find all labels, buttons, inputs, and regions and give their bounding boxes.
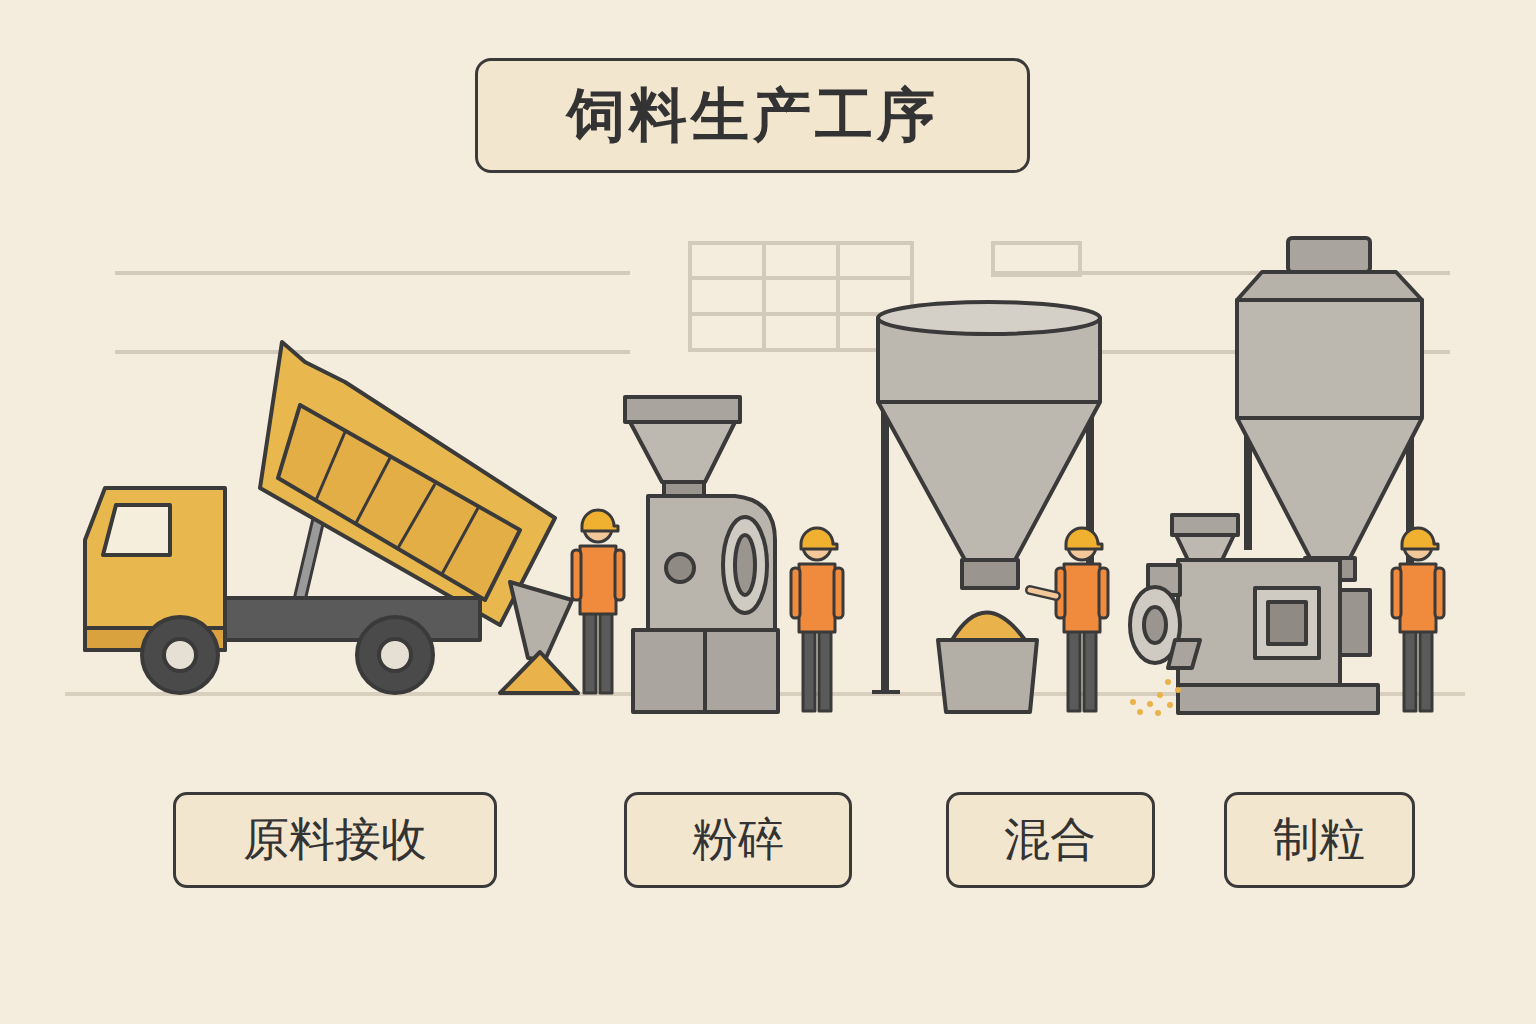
- step-label: 粉碎: [692, 809, 784, 871]
- step-box: 混合: [946, 792, 1155, 888]
- step-label: 原料接收: [243, 809, 427, 871]
- step-box: 原料接收: [173, 792, 497, 888]
- step-box: 粉碎: [624, 792, 852, 888]
- step-label: 混合: [1004, 809, 1096, 871]
- step-label: 制粒: [1273, 809, 1365, 871]
- title-text: 饲料生产工序: [567, 77, 939, 155]
- title-box: 饲料生产工序: [475, 58, 1030, 173]
- step-box: 制粒: [1224, 792, 1415, 888]
